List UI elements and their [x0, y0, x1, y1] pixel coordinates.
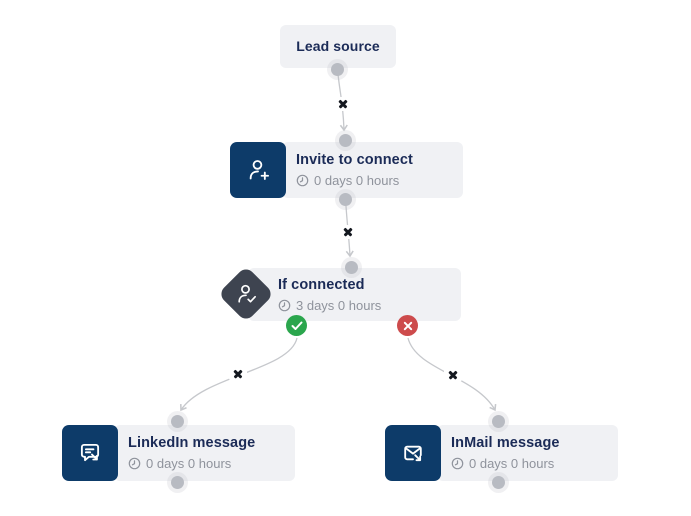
node-linkedin-message[interactable]: LinkedIn message 0 days 0 hours	[62, 425, 295, 481]
invite-title: Invite to connect	[296, 152, 413, 168]
if-connected-body: If connected 3 days 0 hours	[248, 268, 461, 321]
invite-delay-text: 0 days 0 hours	[314, 173, 400, 188]
linkedin-title: LinkedIn message	[128, 435, 256, 451]
inmail-node-body: InMail message 0 days 0 hours	[437, 425, 618, 481]
linkedin-node-body: LinkedIn message 0 days 0 hours	[114, 425, 295, 481]
person-check-icon	[217, 265, 275, 323]
port-linkedin-bottom[interactable]	[171, 476, 184, 489]
inmail-delay-text: 0 days 0 hours	[469, 456, 555, 471]
if-connected-delay-text: 3 days 0 hours	[296, 297, 382, 313]
port-linkedin-top[interactable]	[171, 415, 184, 428]
branch-yes-check-icon[interactable]	[286, 315, 307, 336]
linkedin-delay-text: 0 days 0 hours	[146, 456, 232, 471]
clock-icon	[296, 174, 309, 187]
clock-icon	[128, 457, 141, 470]
port-if-connected-top[interactable]	[345, 261, 358, 274]
port-invite-top[interactable]	[339, 134, 352, 147]
invite-node-body: Invite to connect 0 days 0 hours	[282, 142, 463, 198]
inmail-delay: 0 days 0 hours	[451, 455, 618, 472]
delete-connector-icon[interactable]	[444, 368, 462, 382]
branch-no-cross-icon[interactable]	[397, 315, 418, 336]
person-add-icon	[230, 142, 286, 198]
if-connected-title: If connected	[278, 276, 365, 293]
clock-icon	[278, 299, 291, 311]
node-invite-to-connect[interactable]: Invite to connect 0 days 0 hours	[230, 142, 463, 198]
delete-connector-icon[interactable]	[229, 367, 247, 381]
lead-source-title: Lead source	[296, 38, 380, 54]
port-invite-bottom[interactable]	[339, 193, 352, 206]
envelope-arrow-icon	[385, 425, 441, 481]
clock-icon	[451, 457, 464, 470]
node-if-connected[interactable]: If connected 3 days 0 hours	[248, 268, 461, 321]
inmail-title: InMail message	[451, 435, 560, 451]
port-lead-source-bottom[interactable]	[331, 63, 344, 76]
node-lead-source[interactable]: Lead source	[280, 25, 396, 68]
delete-connector-icon[interactable]	[334, 97, 352, 111]
invite-delay: 0 days 0 hours	[296, 172, 463, 189]
port-inmail-top[interactable]	[492, 415, 505, 428]
if-connected-delay: 3 days 0 hours	[278, 297, 461, 314]
node-inmail-message[interactable]: InMail message 0 days 0 hours	[385, 425, 618, 481]
chat-bubble-arrow-icon	[62, 425, 118, 481]
linkedin-delay: 0 days 0 hours	[128, 455, 295, 472]
delete-connector-icon[interactable]	[339, 225, 357, 239]
port-inmail-bottom[interactable]	[492, 476, 505, 489]
